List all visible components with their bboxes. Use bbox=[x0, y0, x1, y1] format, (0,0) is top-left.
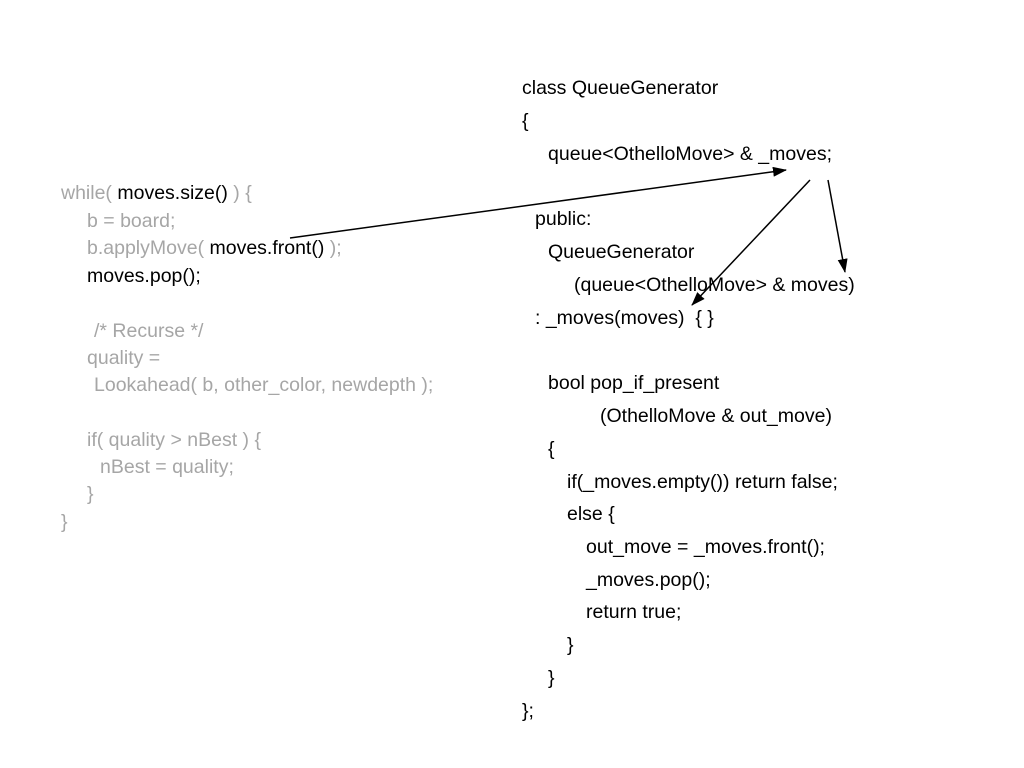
arrow-member-to-moves-param bbox=[827, 179, 848, 273]
left-code-line-if-close: } bbox=[87, 483, 94, 505]
moves-front-highlight: moves.front() bbox=[209, 237, 325, 259]
right-code-else-close: } bbox=[567, 634, 574, 656]
left-code-line-while-close: } bbox=[61, 511, 68, 533]
left-code-line-applymove: b.applyMove( moves.front() ); bbox=[87, 236, 342, 260]
right-code-ctor-init: : _moves(moves) { } bbox=[535, 307, 714, 329]
applymove-close: ); bbox=[324, 237, 342, 259]
right-code-if-empty: if(_moves.empty()) return false; bbox=[567, 471, 838, 493]
left-code-line-board: b = board; bbox=[87, 210, 176, 232]
applymove-call: b.applyMove( bbox=[87, 237, 210, 259]
right-code-open-brace: { bbox=[522, 110, 529, 132]
left-code-line-pop: moves.pop(); bbox=[87, 265, 201, 287]
right-code-ctor-params: (queue<OthelloMove> & moves) bbox=[574, 274, 855, 296]
left-code-line-while: while( moves.size() ) { bbox=[61, 181, 252, 205]
left-code-line-nbest: nBest = quality; bbox=[100, 456, 234, 478]
right-code-method-name: bool pop_if_present bbox=[548, 372, 720, 394]
left-code-line-quality: quality = bbox=[87, 347, 161, 369]
while-keyword: while( bbox=[61, 182, 118, 204]
right-code-ctor-name: QueueGenerator bbox=[548, 241, 695, 263]
left-code-line-if: if( quality > nBest ) { bbox=[87, 429, 261, 451]
right-code-return-true: return true; bbox=[586, 601, 682, 623]
right-code-out-move: out_move = _moves.front(); bbox=[586, 536, 825, 558]
right-code-member-moves: queue<OthelloMove> & _moves; bbox=[548, 143, 833, 165]
left-code-line-comment: /* Recurse */ bbox=[94, 320, 204, 342]
right-code-public: public: bbox=[535, 208, 592, 230]
right-code-class-close: }; bbox=[522, 700, 534, 722]
right-code-method-close: } bbox=[548, 667, 555, 689]
right-code-class-decl: class QueueGenerator bbox=[522, 77, 719, 99]
right-code-method-params: (OthelloMove & out_move) bbox=[600, 405, 832, 427]
right-code-pop: _moves.pop(); bbox=[586, 569, 711, 591]
right-code-method-open: { bbox=[548, 438, 555, 460]
moves-size-highlight: moves.size() bbox=[117, 182, 228, 204]
left-code-line-lookahead: Lookahead( b, other_color, newdepth ); bbox=[94, 374, 434, 396]
right-code-else: else { bbox=[567, 503, 615, 525]
while-close: ) { bbox=[227, 182, 252, 204]
